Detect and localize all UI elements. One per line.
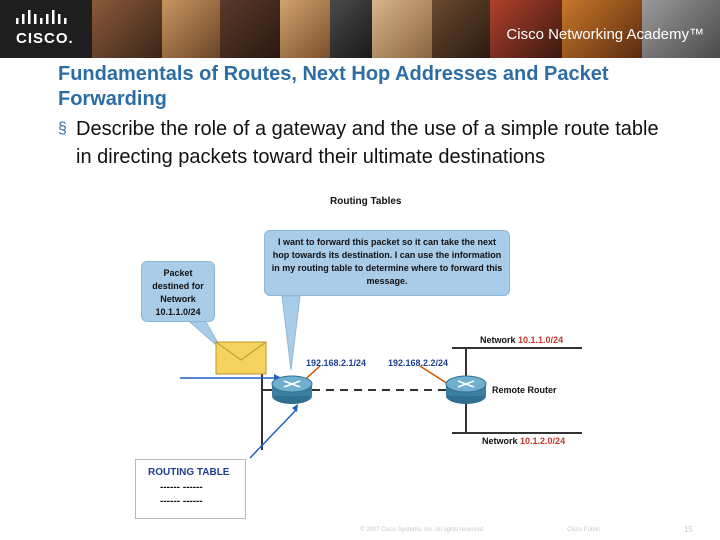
footer-copyright: © 2007 Cisco Systems, Inc. All rights re… — [360, 527, 485, 533]
footer-page-number: 15 — [684, 525, 693, 534]
remote-ip-label: 192.168.2.2/24 — [388, 358, 448, 368]
table-arrow — [250, 410, 296, 458]
footer-classification: Cisco Public — [567, 527, 600, 533]
network-bottom-address: 10.1.2.0/24 — [520, 436, 565, 446]
local-router-icon — [272, 376, 312, 404]
remote-router-label: Remote Router — [492, 385, 557, 395]
routing-table-row: ------ ------ — [160, 496, 203, 507]
router-callout-text: I want to forward this packet so it can … — [272, 237, 503, 286]
routing-table-row: ------ ------ — [160, 482, 203, 493]
network-top-address: 10.1.1.0/24 — [518, 335, 563, 345]
packet-callout-text: Packet destined for Network 10.1.1.0/24 — [152, 268, 204, 317]
router-callout: I want to forward this packet so it can … — [264, 230, 510, 296]
envelope-icon — [216, 342, 266, 374]
network-bottom-label: Network 10.1.2.0/24 — [482, 436, 565, 446]
routing-table-box: ROUTING TABLE ------ ------ ------ -----… — [135, 459, 246, 519]
ip-remote-arrow — [420, 366, 448, 384]
network-top-prefix: Network — [480, 335, 516, 345]
remote-router-icon — [446, 376, 486, 404]
callout-pointer — [282, 296, 300, 370]
routing-table-title: ROUTING TABLE — [148, 467, 229, 478]
network-top-label: Network 10.1.1.0/24 — [480, 335, 563, 345]
local-ip-label: 192.168.2.1/24 — [306, 358, 366, 368]
network-bottom-prefix: Network — [482, 436, 518, 446]
packet-callout: Packet destined for Network 10.1.1.0/24 — [141, 261, 215, 322]
